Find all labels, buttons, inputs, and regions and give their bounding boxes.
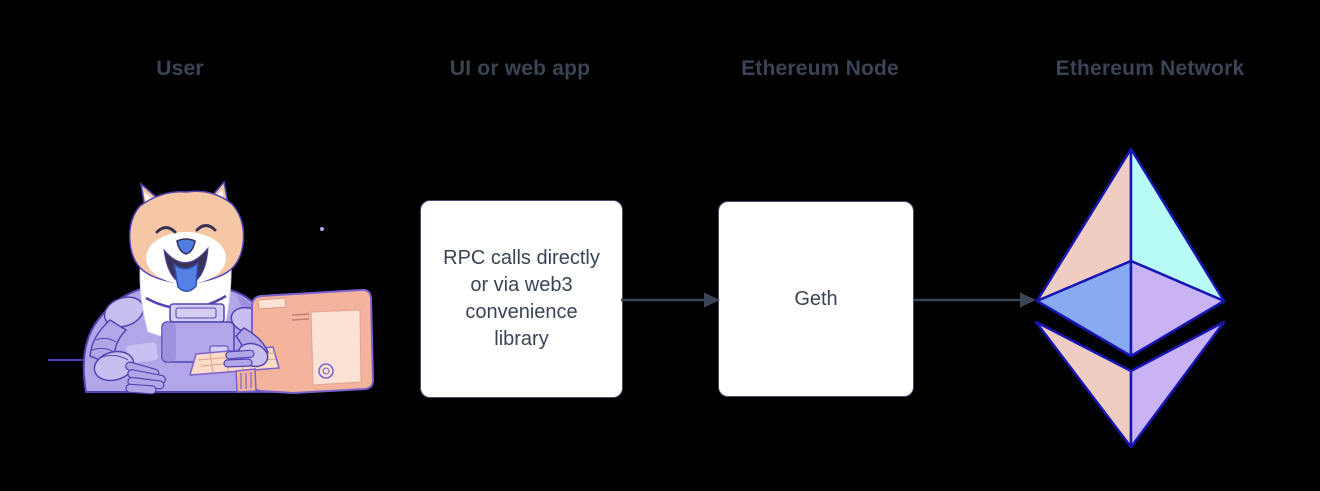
doge-nose bbox=[176, 238, 196, 255]
ethereum-node-box: Geth bbox=[718, 201, 914, 397]
column-label-web-app: UI or web app bbox=[449, 57, 591, 80]
doge-eye-left bbox=[155, 226, 177, 234]
doge-left-glove bbox=[93, 350, 166, 395]
arrow-geth-to-network bbox=[914, 292, 1036, 308]
doge-eye-right bbox=[195, 224, 217, 232]
doge-astronaut-illustration bbox=[48, 180, 375, 395]
arrow-webapp-to-geth bbox=[621, 292, 720, 308]
retro-computer-icon bbox=[188, 288, 375, 395]
doge-right-glove bbox=[223, 327, 269, 368]
web-app-node-text: RPC calls directly or via web3 convenien… bbox=[443, 247, 600, 350]
ethereum-logo bbox=[1034, 147, 1226, 449]
column-label-node: Ethereum Node bbox=[741, 57, 899, 80]
web-app-node-box: RPC calls directly or via web3 convenien… bbox=[420, 200, 623, 398]
ethereum-node-text: Geth bbox=[794, 287, 838, 310]
star-speck-icon bbox=[320, 227, 324, 231]
doge-tongue bbox=[172, 261, 199, 292]
doge-muzzle bbox=[146, 232, 226, 284]
column-label-user: User bbox=[156, 57, 204, 80]
column-label-network: Ethereum Network bbox=[1055, 57, 1245, 80]
doge-head bbox=[128, 180, 245, 292]
